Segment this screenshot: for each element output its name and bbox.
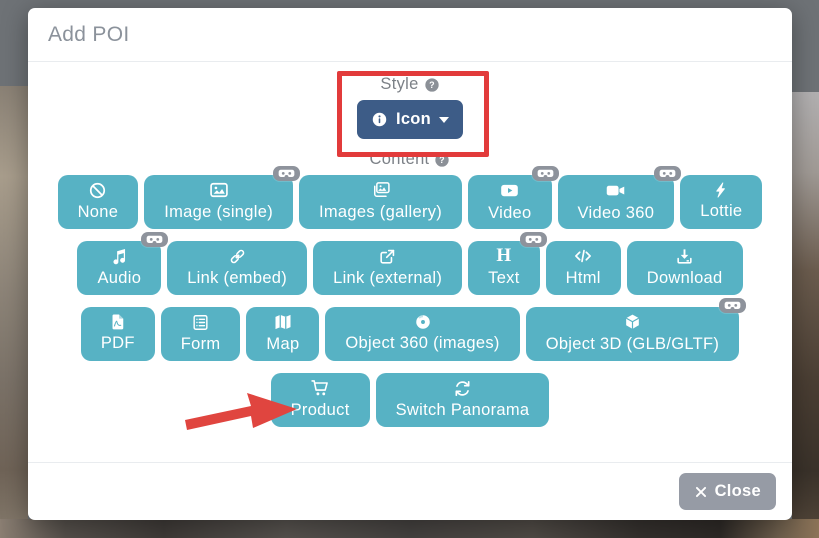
content-button-product[interactable]: Product — [270, 373, 370, 427]
content-button-label: Switch Panorama — [395, 400, 530, 419]
modal-body: Style ? Icon Content ? None Image (single… — [28, 62, 792, 462]
vr-goggles-icon — [719, 298, 747, 313]
style-label-row: Style ? — [28, 75, 792, 94]
heading-icon: H — [496, 245, 512, 266]
content-button-form[interactable]: Form — [160, 307, 241, 361]
style-dropdown-label: Icon — [395, 110, 432, 128]
content-button-images-gallery[interactable]: Images (gallery) — [299, 175, 463, 229]
style-section: Style ? Icon — [28, 75, 792, 150]
file-pdf-icon — [109, 313, 127, 331]
content-row-4: Product Switch Panorama — [28, 373, 792, 427]
rotate-arrows-icon — [453, 379, 472, 398]
link-icon — [228, 247, 247, 266]
x-icon — [694, 481, 708, 502]
vr-goggles-icon — [273, 166, 300, 181]
content-button-object-360-images[interactable]: Object 360 (images) — [325, 307, 520, 361]
content-button-lottie[interactable]: Lottie — [680, 175, 763, 229]
content-grid: None Image (single) Images (gallery) Video V… — [28, 166, 792, 427]
content-button-pdf[interactable]: PDF — [80, 307, 155, 361]
bolt-icon — [712, 181, 730, 199]
svg-text:?: ? — [429, 80, 435, 90]
content-button-link-embed[interactable]: Link (embed) — [167, 241, 308, 295]
video-icon — [499, 180, 520, 201]
content-button-label: Link (embed) — [187, 268, 288, 287]
content-button-html[interactable]: Html — [545, 241, 621, 295]
add-poi-modal: Add POI Style ? Icon Content ? None Image… — [28, 8, 792, 520]
download-icon — [675, 247, 694, 266]
content-button-video[interactable]: Video — [468, 166, 559, 229]
vr-goggles-icon — [654, 166, 682, 181]
shopping-cart-icon — [310, 378, 330, 398]
caret-down-icon — [439, 116, 450, 123]
content-button-label: Text — [488, 269, 520, 287]
content-button-label: PDF — [100, 334, 135, 352]
info-circle-icon — [371, 109, 388, 130]
background-scene-right — [792, 92, 819, 538]
content-label: Content — [369, 150, 430, 168]
close-button[interactable]: Close — [678, 473, 776, 510]
question-circle-icon[interactable]: ? — [424, 77, 440, 93]
content-button-label: Product — [290, 401, 350, 419]
vr-goggles-icon — [141, 232, 169, 247]
external-link-icon — [378, 247, 397, 266]
close-button-label: Close — [714, 482, 761, 500]
images-icon — [371, 180, 391, 200]
content-section: Content ? None Image (single) Images (gall… — [28, 150, 792, 427]
modal-title: Add POI — [48, 23, 130, 46]
style-label: Style — [380, 75, 419, 93]
map-icon — [273, 312, 293, 332]
content-button-label: Link (external) — [333, 268, 443, 287]
content-button-label: Images (gallery) — [319, 203, 443, 221]
form-icon — [191, 313, 210, 332]
content-button-video-360[interactable]: Video 360 — [557, 166, 682, 229]
content-button-label: Audio — [97, 268, 142, 287]
content-button-none[interactable]: None — [57, 175, 139, 229]
content-button-label: Map — [266, 335, 300, 353]
content-button-audio[interactable]: Audio — [77, 232, 169, 295]
image-icon — [209, 180, 229, 200]
content-button-label: Form — [180, 334, 221, 353]
video-camera-icon — [605, 180, 626, 201]
content-row-3: PDF Form Map Object 360 (images) Object 3D (… — [28, 298, 792, 361]
ban-icon — [88, 181, 107, 200]
style-icon-dropdown[interactable]: Icon — [356, 100, 464, 139]
content-row-2: Audio Link (embed) Link (external) H Text Htm… — [28, 232, 792, 295]
vr-goggles-icon — [531, 166, 559, 181]
content-button-label: Video — [488, 203, 532, 222]
content-button-download[interactable]: Download — [626, 241, 743, 295]
content-button-link-external[interactable]: Link (external) — [313, 241, 463, 295]
question-circle-icon[interactable]: ? — [434, 152, 450, 168]
background-scene-left — [0, 86, 28, 538]
modal-footer: Close — [28, 462, 792, 520]
content-row-1: None Image (single) Images (gallery) Video V… — [28, 166, 792, 229]
content-button-map[interactable]: Map — [246, 307, 320, 361]
cube-icon — [623, 313, 642, 332]
content-button-label: Lottie — [700, 202, 743, 220]
music-note-icon — [110, 247, 129, 266]
content-button-label: Image (single) — [164, 203, 273, 221]
content-button-label: Video 360 — [577, 203, 655, 222]
content-button-text[interactable]: H Text — [468, 232, 547, 295]
modal-header: Add POI — [28, 8, 792, 62]
content-button-image-single[interactable]: Image (single) — [144, 166, 300, 229]
vr-goggles-icon — [519, 232, 547, 247]
code-icon — [573, 246, 593, 266]
svg-text:?: ? — [440, 155, 446, 165]
content-button-label: Download — [646, 268, 723, 287]
content-button-label: Object 360 (images) — [345, 334, 500, 352]
disc-icon — [414, 313, 432, 331]
content-button-label: None — [77, 202, 119, 221]
content-button-label: Html — [565, 269, 601, 287]
background-scene-bottom — [0, 519, 819, 538]
content-button-label: Object 3D (GLB/GLTF) — [545, 334, 720, 353]
content-button-object-3d-glb-gltf[interactable]: Object 3D (GLB/GLTF) — [525, 298, 747, 361]
content-button-switch-panorama[interactable]: Switch Panorama — [375, 373, 550, 427]
